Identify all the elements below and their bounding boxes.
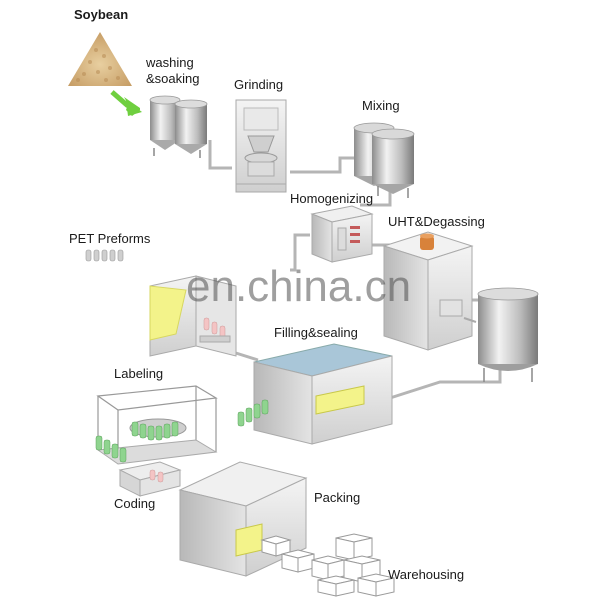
label-mixing: Mixing [362, 98, 400, 113]
grinding-machine [235, 99, 287, 193]
packing-machine [178, 461, 308, 577]
labeling-machine [95, 385, 218, 465]
filling-sealing-machine [253, 343, 393, 445]
label-labeling: Labeling [114, 366, 164, 381]
homogenizer [310, 205, 374, 263]
pipe-homog-down [290, 233, 310, 272]
label-uht-degassing: UHT&Degassing [388, 214, 485, 229]
carton-boxes [260, 533, 395, 597]
uht-degassing-unit [382, 231, 477, 351]
label-washing: washing [146, 55, 194, 70]
label-grinding: Grinding [234, 77, 284, 92]
pet-preforms [85, 249, 124, 262]
green-bottles-conveyor [237, 399, 269, 427]
label-warehousing: Warehousing [388, 567, 465, 582]
blowing-machine [149, 275, 237, 357]
washing-tanks [149, 95, 208, 158]
pipe-tank-filling [389, 370, 502, 400]
label-coding: Coding [114, 496, 156, 511]
storage-tank [477, 287, 539, 382]
pipe-washing-grinding [208, 140, 232, 170]
pipe-grinding-mixing [290, 156, 358, 174]
coding-machine [118, 461, 182, 497]
label-soybean: Soybean [74, 7, 129, 22]
mixing-tanks [353, 122, 415, 198]
label-homogenizing: Homogenizing [290, 191, 374, 206]
watermark: en.china.cn [186, 262, 412, 311]
green-arrow-icon [110, 90, 142, 116]
label-filling-sealing: Filling&sealing [274, 325, 358, 340]
label-soaking: &soaking [146, 71, 200, 86]
label-packing: Packing [314, 490, 361, 505]
label-pet-preforms: PET Preforms [69, 231, 151, 246]
soybean-pile [68, 32, 132, 86]
